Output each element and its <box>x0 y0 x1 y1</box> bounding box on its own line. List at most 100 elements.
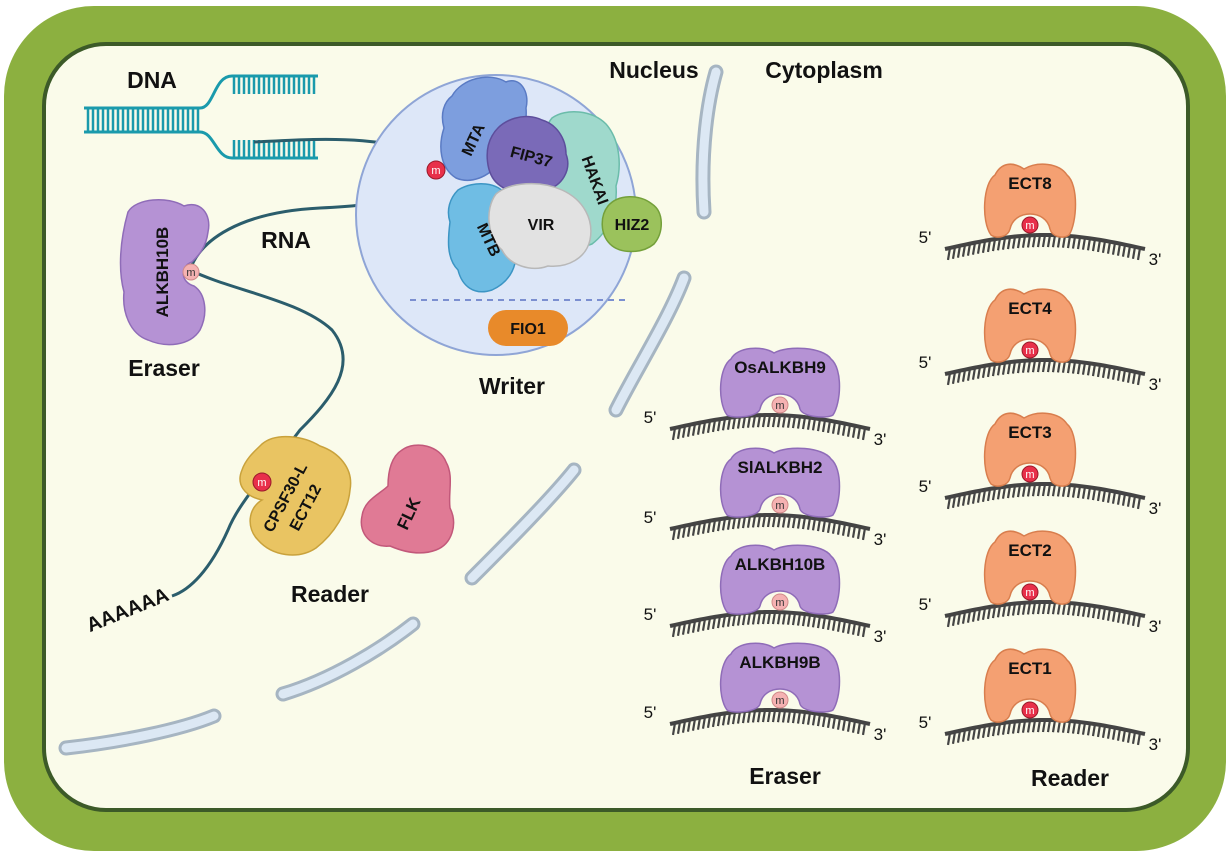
m6a-mark-writer <box>426 160 446 180</box>
rna-base <box>776 611 782 625</box>
rna-base <box>1111 242 1117 255</box>
rna-base <box>826 520 832 533</box>
protein-vir <box>488 182 592 270</box>
rna-base <box>1076 603 1082 617</box>
rna-base <box>1066 360 1072 374</box>
rna-base <box>826 715 832 728</box>
rna-base <box>1126 245 1132 258</box>
rna-base <box>831 521 837 534</box>
label-reader-cytoplasm: Reader <box>1031 765 1109 791</box>
rna-base <box>1091 363 1097 377</box>
rna-base <box>1046 359 1052 373</box>
rna-base <box>856 526 862 539</box>
m6a-mark <box>771 496 789 514</box>
rna-base <box>1061 360 1067 373</box>
rna-base <box>1101 365 1107 378</box>
rna-base <box>781 415 787 428</box>
rna-base <box>771 414 777 428</box>
rna-base <box>841 718 847 731</box>
m6a-mark-label: m <box>1025 587 1034 599</box>
rna-base <box>771 709 777 723</box>
rna-base <box>811 418 817 431</box>
rna-backbone <box>944 357 1146 376</box>
label-writer: Writer <box>479 373 545 399</box>
rna-base <box>1061 602 1067 615</box>
rna-base <box>1111 491 1117 504</box>
three-prime-label: 3' <box>874 725 887 744</box>
m6a-mark <box>771 396 789 414</box>
protein-alkbh10b <box>719 544 841 615</box>
rna-base <box>1081 486 1087 499</box>
rna-base <box>1071 361 1077 374</box>
rna-backbone <box>669 609 871 628</box>
protein-ect2 <box>983 530 1077 605</box>
rna-base <box>851 425 857 438</box>
label-alkbh10b-nucleus: ALKBH10B <box>153 227 172 318</box>
rna-base <box>851 622 857 635</box>
m6a-mark-label: m <box>775 695 784 707</box>
rna-base <box>1136 732 1142 746</box>
rna-base <box>816 518 822 532</box>
rna-base <box>1066 720 1072 734</box>
rna-base <box>1106 608 1112 621</box>
rna-base <box>1126 612 1132 625</box>
rna-base <box>846 719 852 732</box>
rna-base <box>821 616 827 630</box>
three-prime-label: 3' <box>874 530 887 549</box>
rna-base <box>1126 370 1132 383</box>
m6a-mark-eraser-nucleus <box>182 263 200 281</box>
protein-ect4-label: ECT4 <box>1008 299 1052 318</box>
m6a-mark-label: m <box>775 400 784 412</box>
rna-base <box>806 614 812 627</box>
rna-base <box>821 419 827 433</box>
label-hiz2: HIZ2 <box>615 217 650 234</box>
five-prime-label: 5' <box>919 353 932 372</box>
rna-base <box>796 416 802 429</box>
rna-backbone <box>669 412 871 431</box>
rna-base <box>1051 359 1057 373</box>
rna-base <box>1121 611 1127 624</box>
rna-base <box>771 611 777 625</box>
rna-base <box>791 515 797 529</box>
rna-base <box>806 417 812 430</box>
protein-osalkbh9 <box>719 347 841 418</box>
rna-base <box>856 623 862 636</box>
protein-ect3 <box>983 412 1077 487</box>
rna-base <box>781 515 787 528</box>
rna-base <box>781 710 787 723</box>
rna-base <box>836 522 842 535</box>
five-prime-label: 5' <box>919 713 932 732</box>
rna-base <box>1086 238 1092 251</box>
rna-base <box>836 422 842 435</box>
rna-base <box>1121 369 1127 382</box>
rna-base <box>1106 366 1112 379</box>
rna-base <box>1121 493 1127 506</box>
protein-fio1 <box>488 310 568 346</box>
three-prime-label: 3' <box>1149 250 1162 269</box>
rna-base <box>861 527 867 541</box>
rna-base <box>841 423 847 436</box>
rna-base <box>1116 368 1122 381</box>
three-prime-label: 3' <box>1149 499 1162 518</box>
rna-base <box>1081 604 1087 617</box>
rna-base <box>1076 361 1082 375</box>
rna-base <box>1106 241 1112 254</box>
rna-base <box>1116 728 1122 741</box>
rna-base <box>841 523 847 536</box>
rna-base <box>861 624 867 638</box>
rna-base <box>1101 240 1107 253</box>
rna-base <box>1046 719 1052 733</box>
m6a-mark-label: m <box>775 500 784 512</box>
rna-base <box>1136 496 1142 510</box>
rna-base <box>811 713 817 726</box>
rna-base <box>776 709 782 723</box>
rna-base <box>786 710 792 723</box>
rna-base <box>1121 729 1127 742</box>
m6a-mark-label: m <box>1025 220 1034 232</box>
m6a-mark <box>1021 583 1039 601</box>
rna-base <box>816 418 822 432</box>
rna-base <box>1096 364 1102 378</box>
